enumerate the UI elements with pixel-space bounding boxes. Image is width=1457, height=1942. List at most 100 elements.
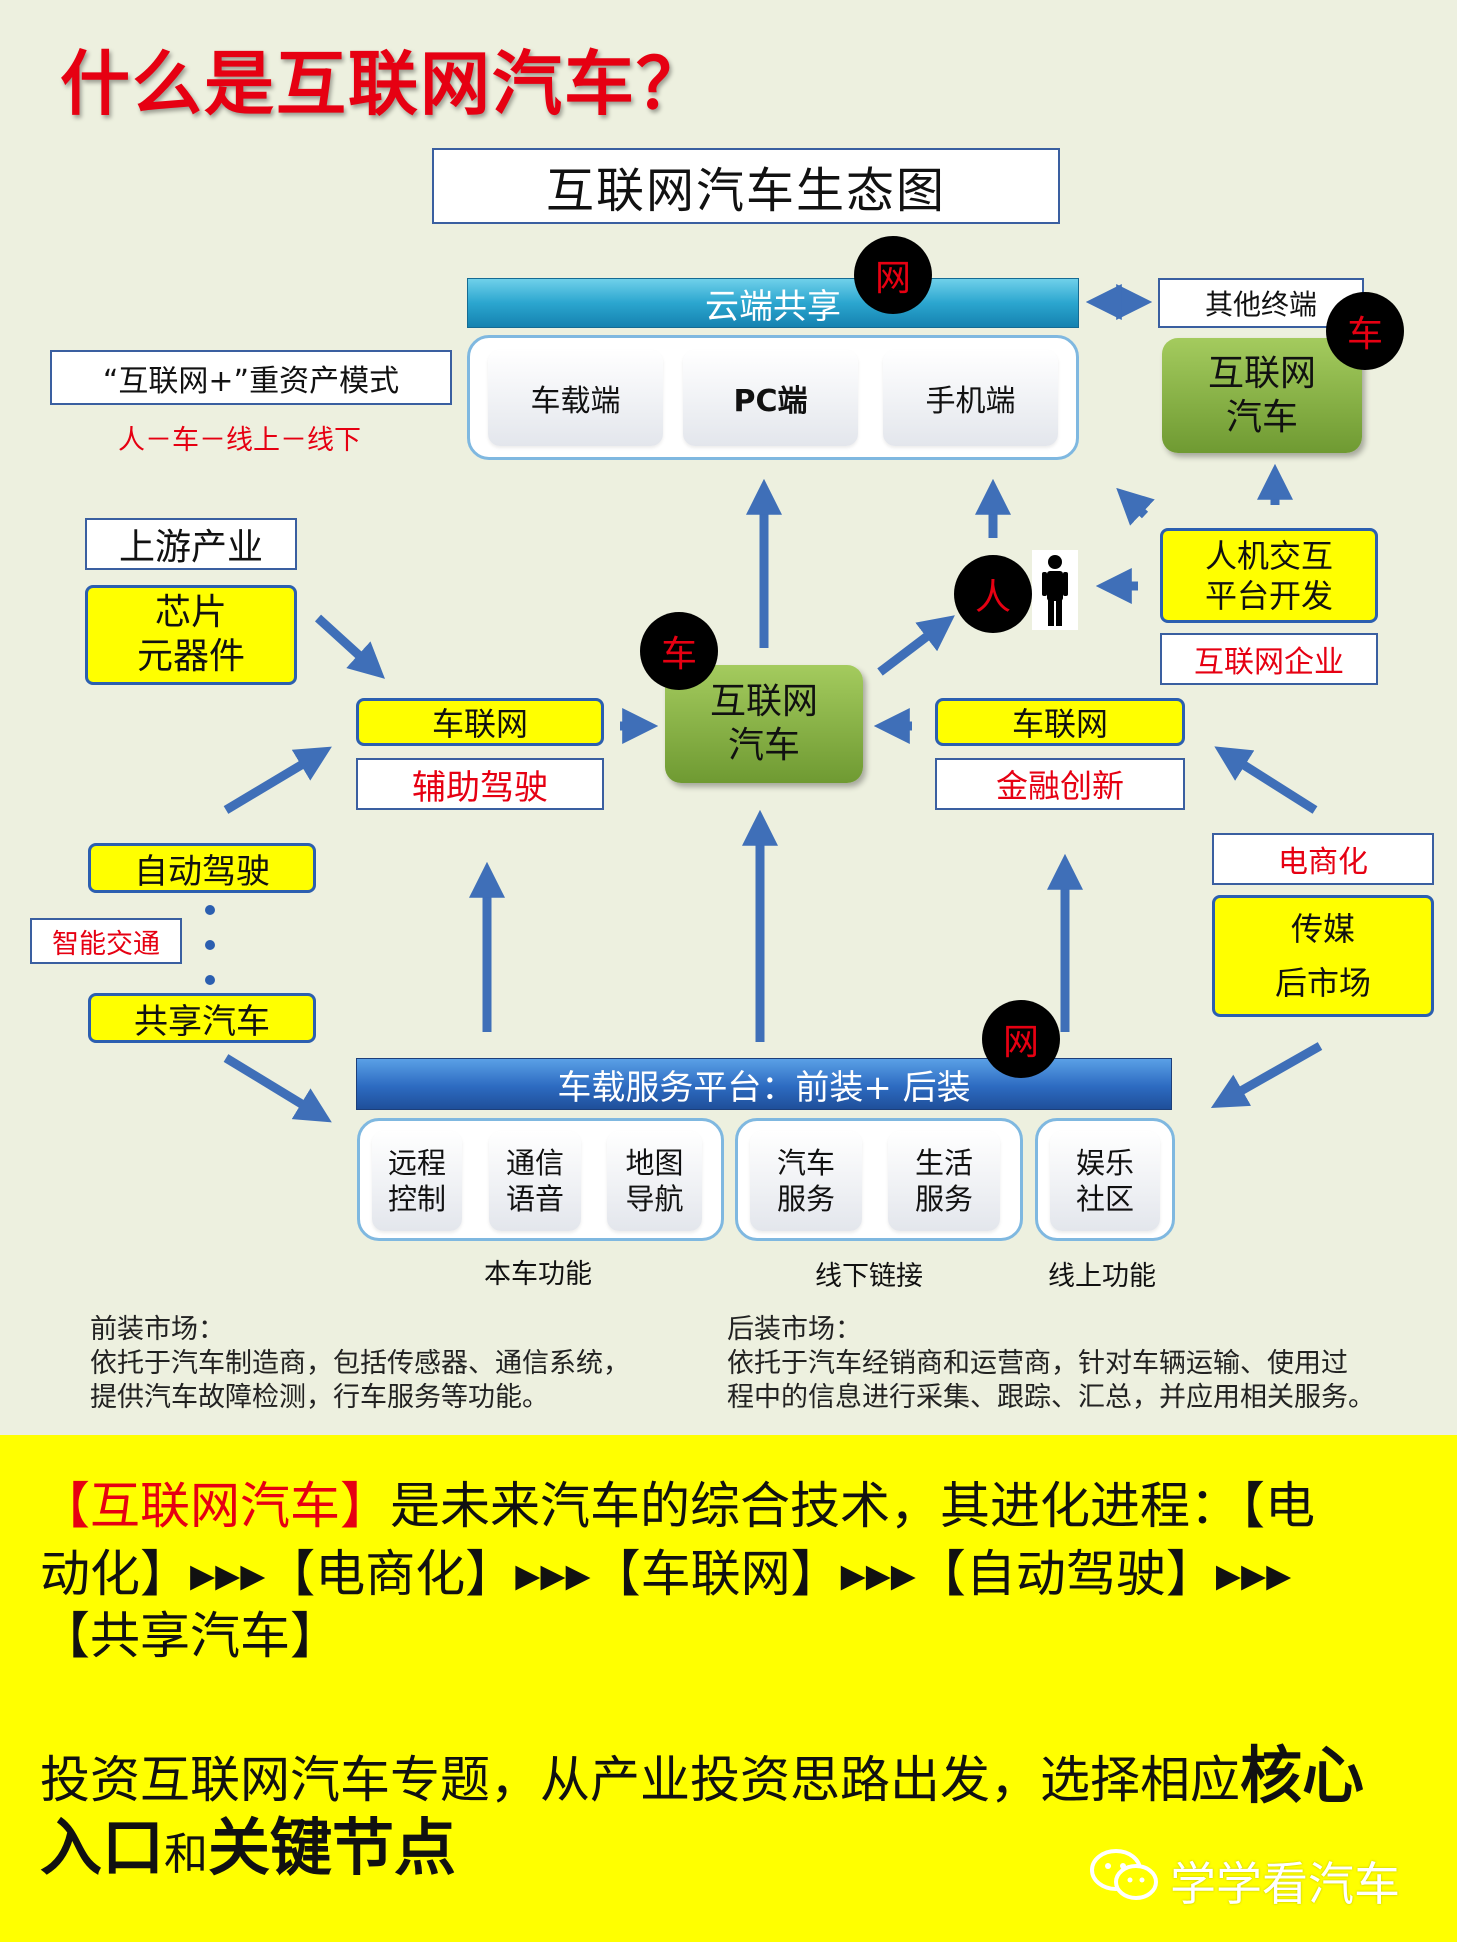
media-aftermarket-box: 传媒 后市场 xyxy=(1212,895,1434,1017)
invest-line1: 投资互联网汽车专题，从产业投资思路出发，选择相应核心 xyxy=(40,1745,1364,1811)
arrow-center-to-person xyxy=(877,615,955,676)
heavy-asset-chain: 人－车－线上－线下 xyxy=(118,425,361,456)
smart-traffic-label: 智能交通 xyxy=(30,918,182,964)
components-line: 元器件 xyxy=(136,636,245,677)
life-service-line1: 生活 xyxy=(914,1146,973,1180)
entertainment-community-item: 娱乐 社区 xyxy=(1050,1131,1160,1231)
other-car-line1: 互联网 xyxy=(1207,352,1316,394)
financial-innovation-label: 金融创新 xyxy=(935,758,1185,810)
wechat-icon xyxy=(1090,1848,1160,1904)
center-car-line1: 互联网 xyxy=(709,681,818,722)
stage-arrow-2: ▸▸▸ xyxy=(515,1545,591,1603)
shared-car-box: 共享汽车 xyxy=(88,993,316,1043)
aftermarket-line: 后市场 xyxy=(1274,964,1371,1002)
arrows-layer xyxy=(205,284,1323,1123)
life-service-item: 生活 服务 xyxy=(888,1131,1000,1231)
other-terminal-label: 其他终端 xyxy=(1158,278,1364,328)
online-functions-label: 线上功能 xyxy=(1048,1261,1156,1292)
cloud-panel: 车载端 PC端 手机端 xyxy=(467,335,1079,460)
map-navigation-line2: 导航 xyxy=(625,1182,684,1216)
center-car-line2: 汽车 xyxy=(727,725,800,766)
hmi-line1: 人机交互 xyxy=(1204,536,1333,575)
entertainment-line: 娱乐 xyxy=(1075,1146,1134,1180)
arrow-share-to-platform xyxy=(223,1054,332,1123)
arrow-rightbox-to-platform xyxy=(1210,1042,1323,1109)
front-market-line2: 提供汽车故障检测，行车服务等功能。 xyxy=(90,1382,549,1413)
platform-group-online: 娱乐 社区 xyxy=(1035,1118,1175,1241)
offline-link-label: 线下链接 xyxy=(815,1261,923,1292)
page-title: 什么是互联网汽车？ xyxy=(60,43,708,125)
person-badge: 人 xyxy=(954,555,1032,633)
invest-text: 投资互联网汽车专题，从产业投资思路出发，选择相应 xyxy=(40,1751,1240,1809)
front-market-title: 前装市场： xyxy=(90,1314,225,1345)
autonomous-driving-box: 自动驾驶 xyxy=(88,843,316,893)
car-badge-center: 车 xyxy=(640,612,718,690)
summary-highlight: 【互联网汽车】 xyxy=(40,1477,390,1535)
watermark: 学学看汽车 xyxy=(1170,1857,1400,1911)
platform-group-own: 远程 控制 通信 语音 地图 导航 xyxy=(357,1118,724,1241)
net-badge-platform: 网 xyxy=(982,1000,1060,1078)
hmi-line2: 平台开发 xyxy=(1204,576,1333,615)
stage-ecommerce: 【电商化】 xyxy=(265,1545,516,1603)
person-icon xyxy=(1032,550,1078,630)
hmi-platform-box: 人机交互 平台开发 xyxy=(1160,528,1378,623)
internet-company-label: 互联网企业 xyxy=(1160,633,1378,685)
community-line: 社区 xyxy=(1075,1182,1134,1216)
arrow-upstream-to-iov xyxy=(314,614,385,679)
left-iov-label: 车联网 xyxy=(356,698,604,746)
other-internet-car: 互联网 汽车 xyxy=(1162,338,1362,453)
terminal-phone: 手机端 xyxy=(883,350,1058,446)
heavy-asset-model: “互联网+”重资产模式 xyxy=(50,350,452,405)
upstream-label: 上游产业 xyxy=(85,518,297,570)
car-badge-other: 车 xyxy=(1326,292,1404,370)
comm-voice-item: 通信 语音 xyxy=(489,1131,581,1231)
terminal-pc: PC端 xyxy=(683,350,858,446)
invest-entry: 入口 xyxy=(40,1811,165,1884)
chip-line: 芯片 xyxy=(154,592,227,633)
car-service-line1: 汽车 xyxy=(776,1146,835,1180)
media-line: 传媒 xyxy=(1290,910,1355,948)
comm-voice-line2: 语音 xyxy=(505,1182,564,1216)
arrow-left-to-iov xyxy=(223,746,332,814)
right-iov-label: 车联网 xyxy=(935,698,1185,746)
summary-line3: 【共享汽车】 xyxy=(40,1607,340,1665)
terminal-car: 车载端 xyxy=(488,350,663,446)
summary-line2: 动化】▸▸▸【电商化】▸▸▸【车联网】▸▸▸【自动驾驶】▸▸▸ xyxy=(40,1543,1291,1605)
front-market-line1: 依托于汽车制造商，包括传感器、通信系统， xyxy=(90,1348,630,1379)
net-badge-cloud: 网 xyxy=(854,236,932,314)
ecommerce-label: 电商化 xyxy=(1212,833,1434,885)
stage-arrow-4: ▸▸▸ xyxy=(1215,1545,1292,1603)
vehicle-service-platform-bar: 车载服务平台：前装+ 后装 xyxy=(356,1058,1172,1110)
stage-autonomous: 【自动驾驶】 xyxy=(915,1545,1216,1603)
stage-arrow-3: ▸▸▸ xyxy=(840,1545,916,1603)
assisted-driving-label: 辅助驾驶 xyxy=(356,758,604,810)
stage-electric: 动化】 xyxy=(40,1545,190,1603)
summary-area xyxy=(0,1435,1457,1942)
arrow-right-to-iov xyxy=(1214,746,1318,814)
platform-group-offline: 汽车 服务 生活 服务 xyxy=(735,1118,1023,1241)
stage-arrow-1: ▸▸▸ xyxy=(190,1545,266,1603)
map-navigation-line1: 地图 xyxy=(625,1146,684,1180)
map-navigation-item: 地图 导航 xyxy=(607,1131,702,1231)
remote-control-line2: 控制 xyxy=(387,1182,446,1216)
remote-control-item: 远程 控制 xyxy=(372,1131,462,1231)
invest-core: 核心 xyxy=(1240,1739,1365,1812)
car-service-line2: 服务 xyxy=(776,1182,835,1216)
ellipsis-dots xyxy=(205,905,215,985)
own-functions-label: 本车功能 xyxy=(484,1259,592,1290)
life-service-line2: 服务 xyxy=(914,1182,973,1216)
invest-key-nodes: 关键节点 xyxy=(208,1811,457,1884)
comm-voice-line1: 通信 xyxy=(505,1146,564,1180)
summary-line1-rest: 是未来汽车的综合技术，其进化进程：【电 xyxy=(390,1477,1315,1535)
summary-line1: 【互联网汽车】是未来汽车的综合技术，其进化进程：【电 xyxy=(40,1475,1315,1537)
chip-components-box: 芯片 元器件 xyxy=(85,585,297,685)
invest-line2: 入口和关键节点 xyxy=(40,1808,456,1904)
cloud-bar: 云端共享 xyxy=(467,278,1079,328)
other-car-line2: 汽车 xyxy=(1225,396,1298,438)
stage-iov: 【车联网】 xyxy=(590,1545,841,1603)
rear-market-line1: 依托于汽车经销商和运营商，针对车辆运输、使用过 xyxy=(727,1348,1348,1379)
invest-and: 和 xyxy=(164,1829,209,1880)
rear-market-line2: 程中的信息进行采集、跟踪、汇总，并应用相关服务。 xyxy=(727,1382,1375,1413)
remote-control-line1: 远程 xyxy=(387,1146,446,1180)
rear-market-title: 后装市场： xyxy=(727,1314,862,1345)
